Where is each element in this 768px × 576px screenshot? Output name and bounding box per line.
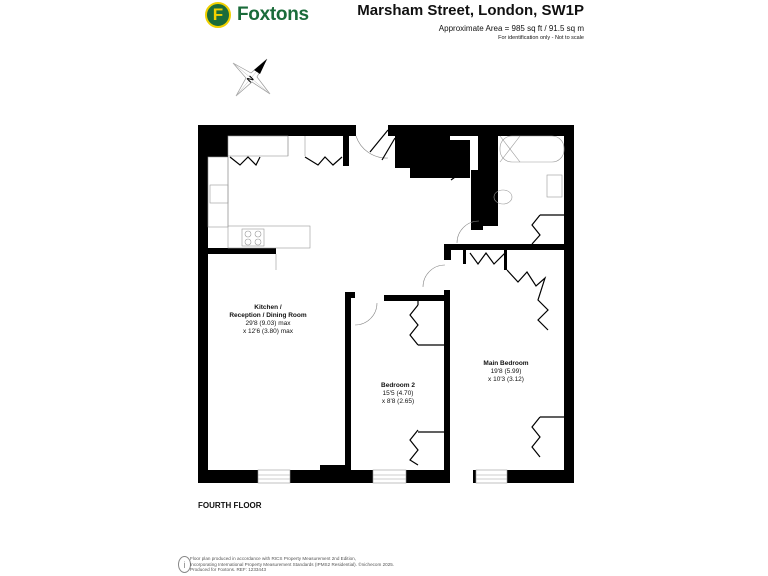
svg-text:N: N [245,74,256,85]
approximate-area: Approximate Area = 985 sq ft / 91.5 sq m [438,24,584,33]
floor-label: FOURTH FLOOR [198,501,262,510]
foxtons-logo: F Foxtons [205,2,309,28]
foxtons-logo-icon: F [205,2,231,28]
room-label-bedroom-2: Bedroom 2 15'5 (4.70) x 8'8 (2.65) [381,382,415,405]
disclaimer: For identification only - Not to scale [498,35,584,41]
cupboard-doors [229,156,564,466]
footer-note: Floor plan produced in accordance with R… [190,556,395,573]
windows [257,469,508,484]
room-label-kitchen-reception: Kitchen / Reception / Dining Room 29'8 (… [229,304,307,335]
info-icon: i [178,556,191,573]
bathroom-fixtures [493,135,565,205]
property-title: Marsham Street, London, SW1P [357,2,584,19]
kitchen-units [207,135,311,270]
brand-name: Foxtons [237,4,309,25]
door-swings [354,129,480,326]
room-label-main-bedroom: Main Bedroom 19'8 (5.99) x 10'3 (3.12) [483,360,529,383]
compass-north-icon: N [232,58,271,97]
walls [198,125,574,483]
